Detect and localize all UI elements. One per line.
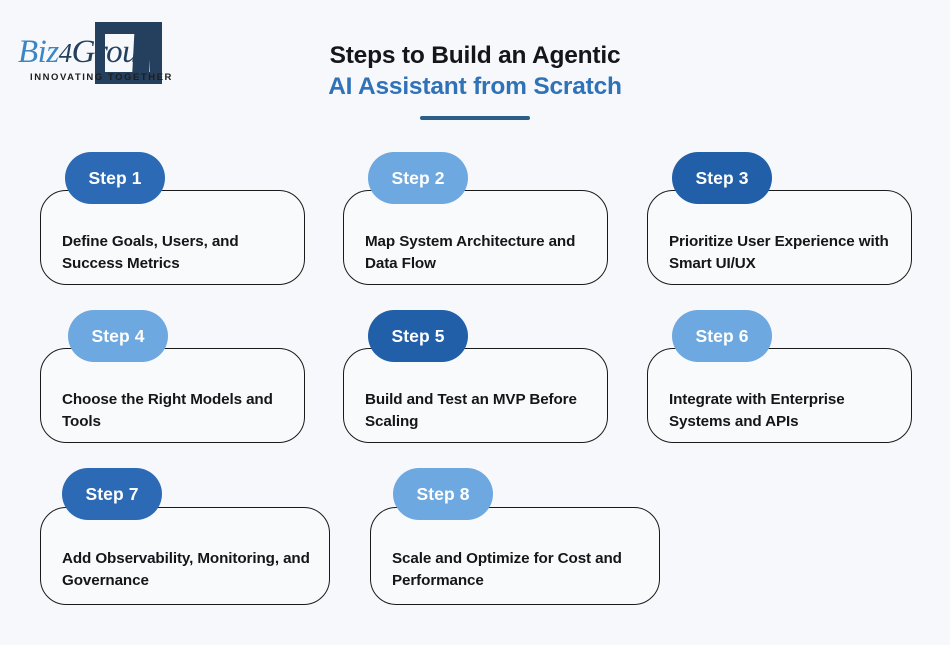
step-card-4[interactable]: Choose the Right Models and Tools	[40, 348, 305, 443]
logo-word-biz: Biz	[18, 34, 59, 70]
page-title-line-1: Steps to Build an Agentic	[329, 42, 621, 69]
logo-word-four: 4	[58, 38, 73, 68]
logo-word-group: Group	[71, 34, 155, 70]
step-card-2[interactable]: Map System Architecture and Data Flow	[343, 190, 608, 285]
step-badge-8: Step 8	[393, 468, 493, 520]
step-card-3[interactable]: Prioritize User Experience with Smart UI…	[647, 190, 912, 285]
brand-logo: Biz4Group INNOVATING TOGETHER	[18, 20, 198, 90]
page-title-line-2: AI Assistant from Scratch	[328, 73, 622, 100]
step-badge-5: Step 5	[368, 310, 468, 362]
logo-mark-icon	[95, 22, 162, 84]
step-badge-7: Step 7	[62, 468, 162, 520]
logo-wordmark: Biz4Group	[18, 34, 155, 71]
step-card-5[interactable]: Build and Test an MVP Before Scaling	[343, 348, 608, 443]
title-underline	[420, 116, 530, 120]
page-title: Steps to Build an Agentic AI Assistant f…	[0, 40, 950, 120]
step-card-4-text: Choose the Right Models and Tools	[62, 391, 273, 430]
step-card-7-text: Add Observability, Monitoring, and Gover…	[62, 550, 310, 589]
step-badge-3: Step 3	[672, 152, 772, 204]
step-card-1-text: Define Goals, Users, and Success Metrics	[62, 233, 239, 272]
step-badge-1: Step 1	[65, 152, 165, 204]
step-badge-6: Step 6	[672, 310, 772, 362]
step-card-6-text: Integrate with Enterprise Systems and AP…	[669, 391, 845, 430]
step-card-2-text: Map System Architecture and Data Flow	[365, 233, 576, 272]
step-card-3-text: Prioritize User Experience with Smart UI…	[669, 233, 889, 272]
step-card-5-text: Build and Test an MVP Before Scaling	[365, 391, 577, 430]
step-badge-2: Step 2	[368, 152, 468, 204]
step-card-1[interactable]: Define Goals, Users, and Success Metrics	[40, 190, 305, 285]
step-card-8[interactable]: Scale and Optimize for Cost and Performa…	[370, 507, 660, 605]
step-badge-4: Step 4	[68, 310, 168, 362]
step-card-6[interactable]: Integrate with Enterprise Systems and AP…	[647, 348, 912, 443]
logo-tagline: INNOVATING TOGETHER	[30, 72, 173, 83]
step-card-7[interactable]: Add Observability, Monitoring, and Gover…	[40, 507, 330, 605]
step-card-8-text: Scale and Optimize for Cost and Performa…	[392, 550, 622, 589]
